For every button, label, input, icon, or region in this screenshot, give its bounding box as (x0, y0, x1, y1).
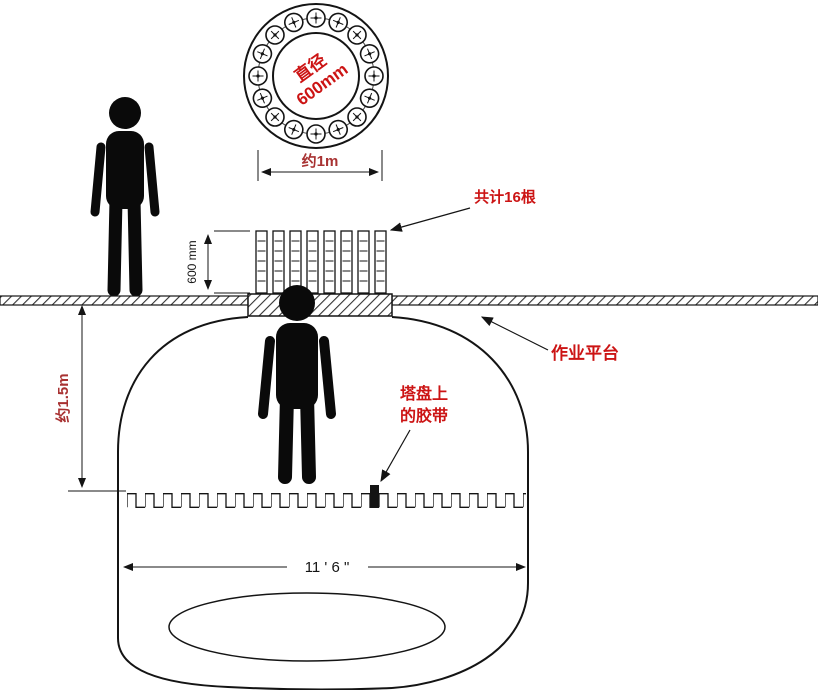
dim-11ft-6in: 11 ' 6 " (123, 559, 526, 576)
stud-bolt (272, 230, 285, 294)
bolt-icon (306, 8, 326, 28)
person-torso (276, 323, 318, 409)
person-arm (319, 336, 336, 419)
person-arm (258, 336, 275, 419)
flange-top-view: 直径 600mm (243, 3, 389, 149)
callout-arrow (380, 429, 411, 483)
dim-approx-1-5m: 约1.5m (54, 305, 126, 492)
tower-tray (127, 485, 526, 508)
person-head (109, 97, 141, 129)
dim-approx-1m: 约1m (257, 150, 383, 181)
person-leg (300, 389, 316, 484)
stud-bolt (357, 230, 370, 294)
dim-600mm-label: 600 mm (185, 240, 199, 283)
stud-bolt (255, 230, 268, 294)
person-inside-silhouette (258, 285, 336, 484)
dim-600mm: 600 mm (185, 230, 250, 294)
tray-tape-label-line2: 的胶带 (400, 406, 448, 425)
tray-serration (127, 493, 526, 508)
person-leg (278, 389, 294, 484)
callout-arrow (389, 207, 471, 232)
callout-stud-count: 共计16根 (389, 188, 536, 232)
flange-plate (247, 293, 393, 317)
bolt-icon (248, 66, 268, 86)
dim-1-5m-label: 约1.5m (54, 373, 72, 422)
platform-right (391, 295, 818, 306)
flange-inner-circle (272, 32, 360, 120)
callout-tray-tape: 塔盘上 的胶带 (380, 384, 448, 483)
stud-count-label: 共计16根 (474, 188, 536, 206)
tape-mark (370, 485, 379, 507)
stud-bolt (374, 230, 387, 294)
person-torso (106, 131, 144, 209)
person-arm (90, 142, 106, 217)
bolt-icon (306, 124, 326, 144)
stud-bolts-group (255, 230, 387, 294)
person-outside-silhouette (90, 97, 160, 297)
vessel-left-wall (117, 316, 393, 690)
work-platform-label: 作业平台 (551, 343, 619, 363)
stud-bolt (323, 230, 336, 294)
stud-bolt (289, 230, 302, 294)
stud-bolt (340, 230, 353, 294)
person-arm (144, 142, 160, 217)
bolt-icon (364, 66, 384, 86)
dim-11ft-6in-label: 11 ' 6 " (305, 559, 350, 576)
tray-tape-label-line1: 塔盘上 (400, 384, 448, 403)
stud-bolt (306, 230, 319, 294)
callout-arrow (480, 316, 549, 351)
platform-left (0, 295, 249, 306)
dim-approx-1m-label: 约1m (302, 152, 339, 170)
work-platform (0, 293, 818, 317)
vessel-right-wall (391, 316, 529, 689)
person-head (279, 285, 315, 321)
person-leg (107, 193, 123, 297)
person-leg (127, 193, 143, 297)
callout-work-platform: 作业平台 (480, 316, 619, 363)
vessel-outline (117, 316, 529, 690)
bottom-head-ellipse (168, 592, 446, 662)
